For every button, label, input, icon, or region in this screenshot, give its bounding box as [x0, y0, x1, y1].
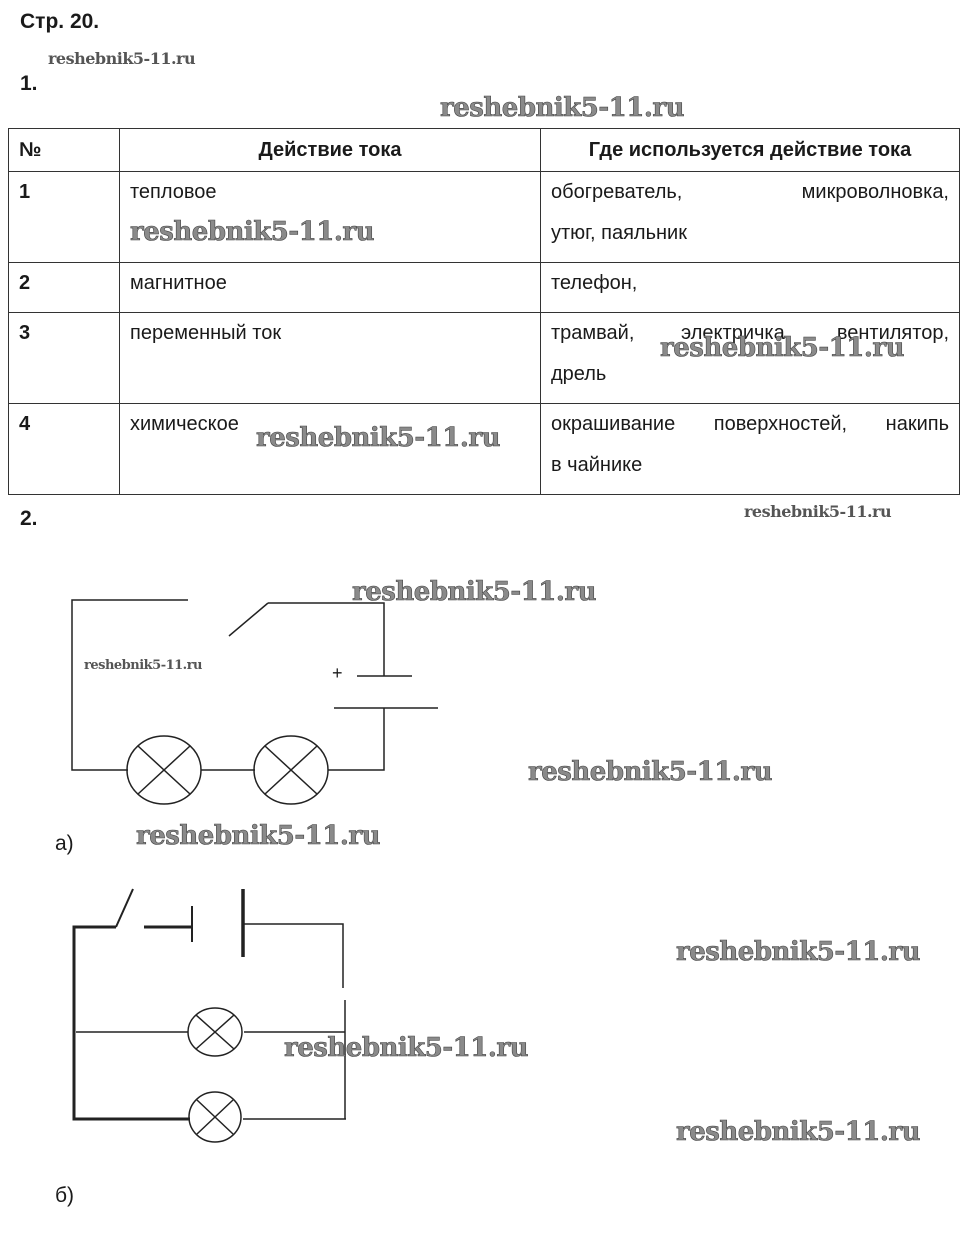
watermark: reshebnik5-11.ru — [256, 423, 501, 453]
label-a: а) — [55, 832, 74, 855]
table-header-row: № Действие тока Где используется действи… — [8, 128, 960, 172]
row-action-cell: переменный ток — [119, 312, 541, 404]
row-use: трамвай, электричка, вентилятор, дрель — [540, 312, 960, 404]
row-number: 2 — [8, 262, 120, 313]
watermark: reshebnik5-11.ru — [136, 821, 381, 851]
header-number: № — [8, 128, 120, 172]
use-line: дрель — [551, 363, 607, 385]
watermark: reshebnik5-11.ru — [48, 49, 196, 68]
task2-number: 2. — [20, 507, 38, 530]
row-number: 3 — [8, 312, 120, 404]
row-action-cell: химическое — [119, 403, 541, 495]
page-title: Стр. 20. — [20, 10, 100, 33]
watermark: reshebnik5-11.ru — [676, 937, 921, 967]
use-line: утюг, паяльник — [551, 222, 687, 244]
use-line: телефон, — [551, 272, 638, 294]
watermark: reshebnik5-11.ru — [130, 217, 375, 247]
plus-sign: + — [332, 663, 343, 683]
watermark: reshebnik5-11.ru — [660, 333, 905, 363]
row-action: переменный ток — [130, 322, 282, 344]
table-row: 3 переменный ток трамвай, электричка, ве… — [8, 312, 960, 404]
watermark: reshebnik5-11.ru — [676, 1117, 921, 1147]
table-row: 4 химическое окрашивание поверхностей, н… — [8, 403, 960, 495]
watermark: reshebnik5-11.ru — [744, 502, 892, 521]
row-use: телефон, — [540, 262, 960, 313]
row-action: тепловое — [130, 181, 217, 203]
circuit-b — [72, 888, 346, 1143]
task1-number: 1. — [20, 72, 38, 95]
watermark: reshebnik5-11.ru — [284, 1033, 529, 1063]
lamp-icon — [187, 1007, 243, 1057]
watermark: reshebnik5-11.ru — [528, 757, 773, 787]
current-effects-table: № Действие тока Где используется действи… — [8, 128, 960, 495]
row-action-cell: тепловое — [119, 171, 541, 263]
table-row: 2 магнитное телефон, — [8, 262, 960, 313]
lamp-icon — [253, 735, 329, 805]
watermark: reshebnik5-11.ru — [352, 577, 597, 607]
circuit-a — [71, 599, 438, 805]
row-number: 4 — [8, 403, 120, 495]
use-line: обогреватель, микроволновка, — [551, 181, 949, 203]
use-line: трамвай, электричка, вентилятор, — [551, 322, 949, 344]
row-action-cell: магнитное — [119, 262, 541, 313]
row-action: химическое — [130, 413, 239, 435]
table-row: 1 тепловое обогреватель, микроволновка,у… — [8, 171, 960, 263]
lamp-icon — [126, 735, 202, 805]
row-use: обогреватель, микроволновка, утюг, паяльн… — [540, 171, 960, 263]
row-use: окрашивание поверхностей, накипь в чайник… — [540, 403, 960, 495]
label-b: б) — [55, 1184, 75, 1207]
watermark: reshebnik5-11.ru — [440, 93, 685, 123]
use-line: в чайнике — [551, 454, 643, 476]
header-use: Где используется действие тока — [540, 128, 960, 172]
watermark: reshebnik5-11.ru — [84, 658, 203, 673]
lamp-icon — [188, 1091, 242, 1143]
row-action: магнитное — [130, 272, 227, 294]
use-line: окрашивание поверхностей, накипь — [551, 413, 949, 435]
